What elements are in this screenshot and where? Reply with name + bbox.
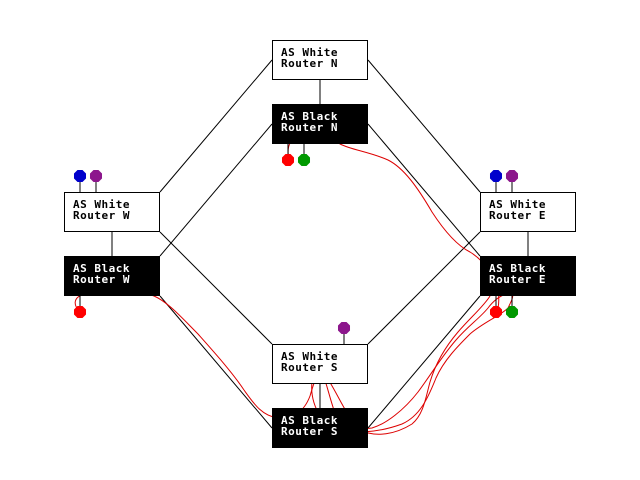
router-label-line2: Router E — [489, 273, 546, 286]
green-pin-marker — [505, 305, 519, 319]
white-router-n: AS White Router N — [272, 40, 368, 80]
router-label-line2: Router W — [73, 273, 130, 286]
link-line — [159, 231, 273, 345]
router-label-line2: Router N — [281, 57, 338, 70]
router-label-line1: AS White — [281, 46, 338, 59]
router-label-line2: Router N — [281, 121, 338, 134]
black-router-n: AS Black Router N — [272, 104, 368, 144]
router-label-line1: AS Black — [73, 262, 130, 275]
link-line — [367, 231, 481, 345]
black-router-s: AS Black Router S — [272, 408, 368, 448]
red-pin-marker — [489, 305, 503, 319]
router-label-line1: AS Black — [281, 414, 338, 427]
link-line — [367, 123, 481, 257]
router-label-line2: Router S — [281, 425, 338, 438]
black-router-e: AS Black Router E — [480, 256, 576, 296]
purple-pin-marker — [337, 321, 351, 335]
red-pin-marker — [281, 153, 295, 167]
red-pin-marker — [73, 305, 87, 319]
router-label-line1: AS White — [73, 198, 130, 211]
red-trace-path — [287, 130, 500, 309]
link-line — [367, 295, 481, 429]
router-label-line1: AS Black — [489, 262, 546, 275]
link-lines — [111, 59, 529, 429]
router-label-line1: AS White — [281, 350, 338, 363]
link-line — [159, 123, 273, 257]
green-pin-marker — [297, 153, 311, 167]
router-label-line2: Router E — [489, 209, 546, 222]
router-label-line2: Router W — [73, 209, 130, 222]
white-router-w: AS White Router W — [64, 192, 160, 232]
purple-pin-marker — [89, 169, 103, 183]
pin-markers — [73, 144, 519, 344]
link-line — [367, 59, 481, 193]
router-label-line2: Router S — [281, 361, 338, 374]
router-label-line1: AS Black — [281, 110, 338, 123]
black-router-w: AS Black Router W — [64, 256, 160, 296]
link-line — [159, 59, 273, 193]
white-router-s: AS White Router S — [272, 344, 368, 384]
white-router-e: AS White Router E — [480, 192, 576, 232]
router-label-line1: AS White — [489, 198, 546, 211]
link-line — [159, 295, 273, 429]
purple-pin-marker — [505, 169, 519, 183]
blue-pin-marker — [489, 169, 503, 183]
blue-pin-marker — [73, 169, 87, 183]
